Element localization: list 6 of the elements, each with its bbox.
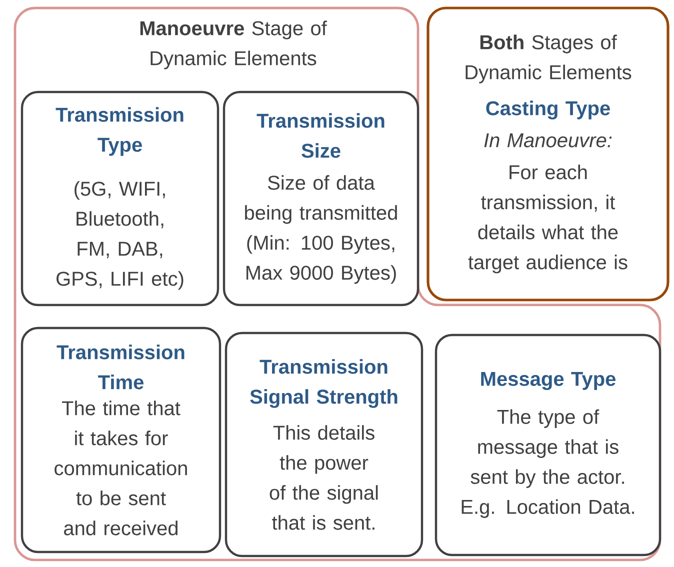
info-box: Transmission Time The time that it takes for communication to be sent and received <box>20 326 222 554</box>
info-box: Transmission Type (5G, WIFI, Bluetooth, FM, DAB, GPS, LIFI etc) <box>20 90 220 306</box>
info-box: Message Type The type of message that is sent by the actor. E.g. Location Data. <box>434 334 662 556</box>
info-box: Both Stages of Dynamic Elements Casting Type In Manoeuvre: For each transmission, it details what the target audience is <box>426 6 670 302</box>
info-box: Transmission Signal Strength This details the power of the signal that is sent. <box>224 332 424 558</box>
info-box: Transmission Size Size of data being transmitted (Min: 100 Bytes, Max 9000 Bytes) <box>222 90 420 306</box>
